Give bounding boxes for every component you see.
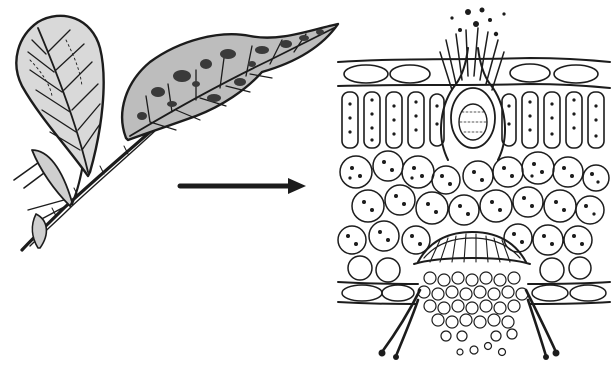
- lower-fungal-body: [414, 232, 530, 264]
- leaf-lower-left: [32, 150, 72, 248]
- arrow-right-icon: [180, 178, 306, 194]
- stroma: [418, 272, 528, 341]
- leaf-spotted: [122, 24, 338, 140]
- conidia: [457, 343, 506, 356]
- fruiting-body: [440, 28, 505, 160]
- leaf-sketch: [14, 16, 338, 250]
- leaf-upper-left: [16, 16, 103, 176]
- setae-tips: [379, 350, 560, 361]
- leaf-cross-section: [338, 8, 610, 361]
